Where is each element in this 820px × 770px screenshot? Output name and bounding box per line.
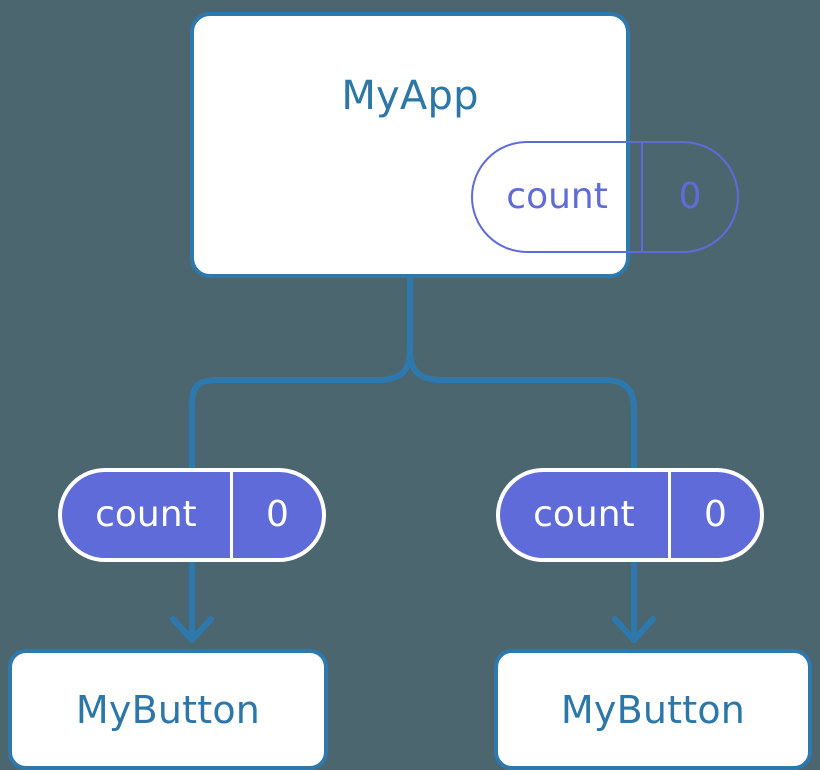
state-value-child-right: 0 <box>667 472 760 558</box>
component-box-mybutton-left[interactable]: MyButton <box>8 649 328 770</box>
component-label-myapp: MyApp <box>341 73 479 119</box>
wire-branch-left <box>189 347 413 471</box>
component-box-myapp[interactable]: MyApp count 0 <box>190 12 739 278</box>
state-key-child-left: count <box>95 494 197 535</box>
state-key-myapp: count <box>506 176 608 217</box>
component-label-mybutton-right: MyButton <box>560 687 746 732</box>
state-pill-myapp[interactable]: count 0 <box>471 141 739 253</box>
state-value-child-left: 0 <box>229 472 322 558</box>
component-label-mybutton-left: MyButton <box>75 687 261 732</box>
component-box-mybutton-right[interactable]: MyButton <box>494 649 812 770</box>
arrowhead-left-icon <box>170 616 214 643</box>
arrowhead-right-icon <box>612 616 656 643</box>
state-pill-child-right[interactable]: count 0 <box>496 468 764 562</box>
wire-branch-right <box>407 347 637 471</box>
state-value-myapp: 0 <box>641 143 737 251</box>
state-key-child-right: count <box>533 494 635 535</box>
state-pill-child-left[interactable]: count 0 <box>58 468 326 562</box>
